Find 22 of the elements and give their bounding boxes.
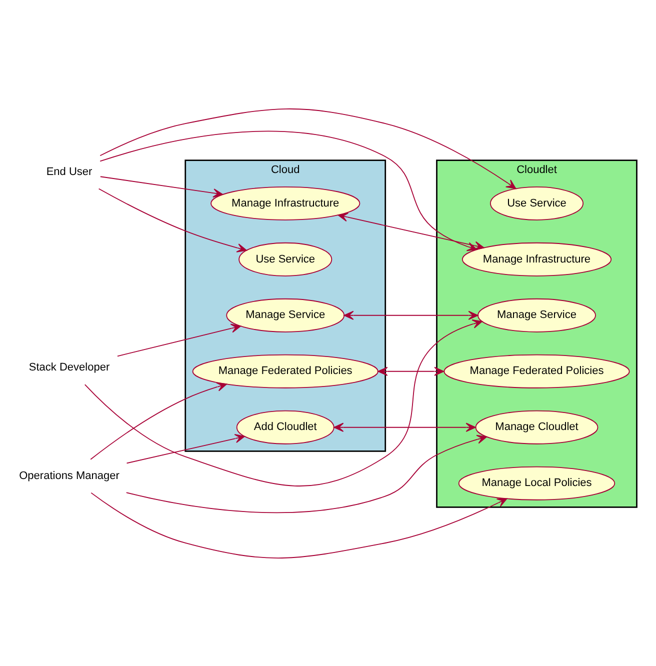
arrow — [126, 433, 245, 464]
arrow — [344, 310, 478, 320]
node-ellipse: Manage Federated Policies — [444, 354, 630, 388]
arrow — [117, 323, 242, 356]
node-ellipse: Use Service — [490, 186, 584, 220]
node-text: End User — [46, 166, 92, 178]
node-ellipse: Add Cloudlet — [236, 410, 334, 444]
arrow — [84, 319, 483, 486]
arrow — [334, 422, 476, 432]
arrow — [98, 188, 247, 252]
node-ellipse: Manage Local Policies — [458, 466, 616, 500]
arrow — [90, 492, 508, 558]
arrow — [378, 366, 444, 376]
node-ellipse: Manage Federated Policies — [192, 354, 378, 388]
node-text: Stack Developer — [28, 361, 110, 374]
node-text: Operations Manager — [19, 469, 120, 482]
node-ellipse: Manage Service — [478, 298, 596, 332]
arrow — [100, 108, 516, 189]
node-ellipse: Use Service — [238, 242, 332, 276]
arrow — [100, 176, 224, 198]
arrow — [90, 382, 227, 460]
arrow — [126, 434, 487, 513]
